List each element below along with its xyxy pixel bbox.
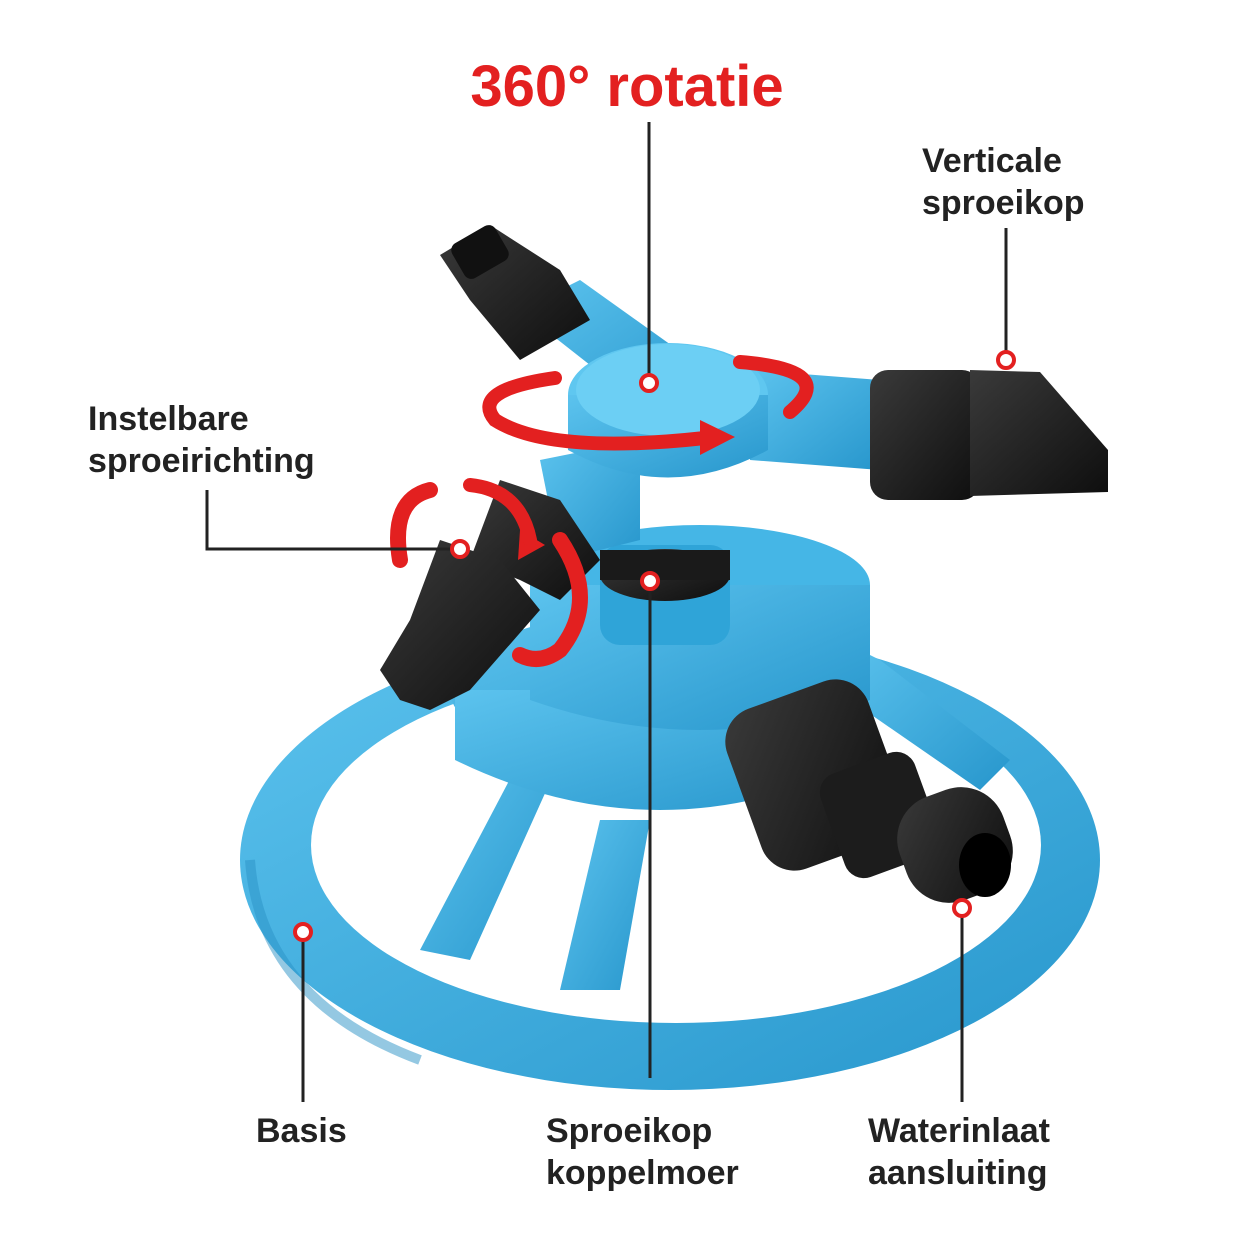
marker-dots [293, 350, 1016, 942]
label-base: Basis [256, 1112, 347, 1150]
vertical-spray-head [870, 370, 1108, 500]
label-line: sproeikop [922, 184, 1085, 222]
dot-vertical [996, 350, 1016, 370]
label-water-inlet: Waterinlaat aansluiting [868, 1110, 1050, 1194]
title-360-rotatie: 360° rotatie [470, 54, 784, 119]
base-spokes [420, 640, 1010, 990]
label-line: Verticale [922, 142, 1062, 180]
label-coupling-nut: Sproeikop koppelmoer [546, 1110, 739, 1194]
label-line: koppelmoer [546, 1154, 739, 1192]
leader-lines [205, 122, 1008, 1102]
label-line: Waterinlaat [868, 1112, 1051, 1150]
top-left-nozzle [440, 225, 590, 360]
rotation-arrow-icon [482, 355, 814, 455]
coupling-nut [600, 549, 730, 601]
label-vertical-spray-head: Verticale sproeikop [922, 140, 1084, 224]
dot-instelbare [450, 539, 470, 559]
label-adjustable-direction: Instelbare sproeirichting [88, 398, 315, 482]
label-line: sproeirichting [88, 442, 315, 480]
dot-rotatie [639, 373, 659, 393]
label-line: aansluiting [868, 1154, 1048, 1192]
dot-water [952, 898, 972, 918]
dot-koppel [640, 571, 660, 591]
label-line: Instelbare [88, 400, 249, 438]
leader-instelbare [205, 490, 456, 551]
water-inlet-connector [725, 679, 1013, 903]
label-line: Sproeikop [546, 1112, 713, 1150]
dot-basis [293, 922, 313, 942]
